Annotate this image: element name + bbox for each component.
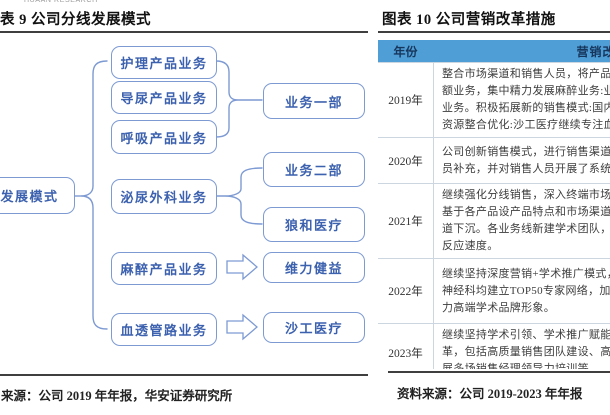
- division-box: 业务一部: [263, 83, 365, 119]
- root-node-box: 分线发展模式: [0, 177, 75, 214]
- business-line-box: 血透管路业务: [111, 313, 217, 346]
- measures-cell: 继续强化分线销售，深入终端市场基于各产品设产品特点和市场渠道道下沉。各业务线新建…: [434, 184, 610, 258]
- block-arrow-icon: [226, 313, 258, 341]
- figure9-title-rule: [0, 31, 368, 33]
- table-row: 2020年公司创新销售模式，进行销售渠道员补充，并对销售人员开展了系统: [378, 137, 610, 183]
- figure9-source-note: 来源：公司 2019 年年报，华安证券研究所: [1, 389, 233, 403]
- measures-cell: 继续坚持学术引领、学术推广赋能革，包括高质量销售团队建设、高展多场销售经理领导力…: [434, 324, 610, 369]
- figure10-title-rule: [378, 31, 610, 33]
- measure-text-line: 继续坚持学术引领、学术推广赋能: [442, 329, 610, 341]
- year-cell: 2019年: [378, 63, 434, 137]
- measure-text-line: 业务。积极拓展新的销售模式:国内: [442, 102, 610, 114]
- division-box: 业务二部: [263, 152, 365, 187]
- business-line-box: 导尿产品业务: [111, 81, 217, 114]
- table-row: 2021年继续强化分线销售，深入终端市场基于各产品设产品特点和市场渠道道下沉。各…: [378, 183, 610, 258]
- figure10-title: 图表 10 公司营销改革措施: [382, 12, 556, 28]
- measure-text-line: 基于各产品设产品特点和市场渠道: [442, 206, 610, 218]
- block-arrow-icon: [226, 253, 258, 281]
- business-line-box: 护理产品业务: [111, 46, 217, 79]
- measure-text-line: 展多场销售经理领导力培训等。: [442, 363, 601, 369]
- measure-text-line: 继续坚持深度营销+学术推广模式，: [442, 267, 610, 280]
- measures-cell: 公司创新销售模式，进行销售渠道员补充，并对销售人员开展了系统: [434, 138, 610, 183]
- measure-text-line: 革，包括高质量销售团队建设、高: [442, 346, 610, 358]
- figure9-title: 图表 9 公司分线发展模式: [0, 12, 151, 28]
- table-header-row: 年份 营销改革措施: [378, 40, 610, 62]
- measure-text-line: 额业务，集中精力发展麻醉业务:业: [442, 85, 610, 97]
- bracket-division2-connector: [214, 167, 263, 225]
- year-cell: 2020年: [378, 138, 434, 183]
- figure9-bottom-rule: [0, 374, 368, 376]
- measure-text-line: 道下沉。各业务线新建学术团队，: [442, 223, 610, 235]
- table-row: 2019年整合市场渠道和销售人员，将产品额业务，集中精力发展麻醉业务:业业务。积…: [378, 62, 610, 137]
- business-line-box: 泌尿外科业务: [111, 179, 217, 214]
- business-line-box: 呼吸产品业务: [111, 120, 217, 154]
- measure-text-line: 神经科均建立TOP50专家网络，加: [442, 284, 610, 297]
- measure-text-line: 继续强化分线销售，深入终端市场: [442, 189, 610, 201]
- measures-cell: 整合市场渠道和销售人员，将产品额业务，集中精力发展麻醉业务:业业务。积极拓展新的…: [434, 63, 610, 137]
- measures-column-header: 营销改革措施: [576, 44, 610, 59]
- business-line-box: 麻醉产品业务: [111, 252, 217, 285]
- year-cell: 2023年: [378, 324, 434, 369]
- figure10-bottom-rule: [388, 371, 610, 373]
- table-body: 2019年整合市场渠道和销售人员，将产品额业务，集中精力发展麻醉业务:业业务。积…: [378, 62, 610, 369]
- division-box: 维力健益: [263, 252, 365, 283]
- year-column-header: 年份: [393, 44, 418, 59]
- measure-text-line: 整合市场渠道和销售人员，将产品: [442, 68, 610, 80]
- marketing-reform-table: 年份 营销改革措施 2019年整合市场渠道和销售人员，将产品额业务，集中精力发展…: [378, 40, 610, 369]
- huaan-research-logo: HUAAN RESEARCH: [24, 0, 98, 4]
- left-brace-connector: [80, 60, 108, 330]
- bracket-division1-connector: [215, 60, 263, 138]
- measure-text-line: 反应速度。: [442, 240, 499, 252]
- marketing-reform-table-wrap: 年份 营销改革措施 2019年整合市场渠道和销售人员，将产品额业务，集中精力发展…: [378, 40, 610, 369]
- measures-cell: 继续坚持深度营销+学术推广模式， 神经科均建立TOP50专家网络，加力高端学术品牌…: [434, 259, 610, 323]
- year-cell: 2022年: [378, 259, 434, 323]
- measure-text-line: 资源整合优化:沙工医疗继续专注血: [442, 119, 610, 131]
- table-row: 2022年继续坚持深度营销+学术推广模式， 神经科均建立TOP50专家网络，加力高…: [378, 258, 610, 323]
- measure-text-line: 员补充，并对销售人员开展了系统: [442, 162, 610, 175]
- figure10-source-note: 资料来源：公司 2019-2023 年年报: [397, 387, 583, 401]
- division-box: 狼和医疗: [263, 207, 365, 242]
- year-cell: 2021年: [378, 184, 434, 258]
- measure-text-line: 力高端学术品牌形象。: [442, 301, 555, 314]
- measure-text-line: 公司创新销售模式，进行销售渠道: [442, 145, 610, 158]
- table-row: 2023年继续坚持学术引领、学术推广赋能革，包括高质量销售团队建设、高展多场销售…: [378, 323, 610, 369]
- division-box: 沙工医疗: [263, 312, 365, 343]
